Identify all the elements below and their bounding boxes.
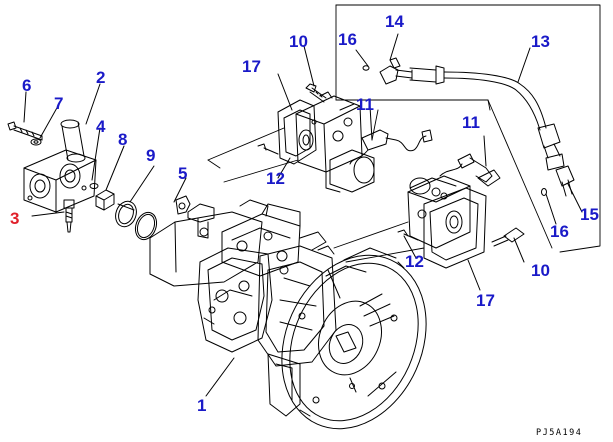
drawing-code: PJ5A194 (536, 428, 583, 438)
connector-11-lower (439, 153, 501, 187)
callout-12-lower: 12 (405, 252, 424, 271)
bolt-12-lower (397, 229, 419, 241)
bolt-12-upper (257, 143, 279, 155)
callout-8: 8 (118, 130, 128, 149)
callout-10-upper: 10 (289, 32, 308, 51)
hose-13 (409, 65, 565, 171)
fitting (175, 195, 191, 215)
callout-15: 15 (580, 205, 599, 224)
fitting-14 (379, 57, 413, 85)
callout-16-upper: 16 (338, 30, 357, 49)
callout-10-lower: 10 (531, 261, 550, 280)
callout-7: 7 (54, 94, 64, 113)
callout-11-upper: 11 (356, 95, 374, 114)
callout-16-lower: 16 (550, 222, 569, 241)
valve-3 (63, 199, 75, 233)
callout-9: 9 (146, 146, 156, 165)
callout-14: 14 (385, 12, 404, 31)
coupling-8 (95, 189, 115, 211)
callout-17-lower: 17 (476, 291, 495, 310)
callout-1: 1 (197, 396, 207, 415)
coupling-9 (115, 200, 137, 228)
bolt-10-upper (305, 83, 327, 103)
o-ring-16-lower (541, 188, 547, 196)
callout-2: 2 (96, 68, 106, 87)
callout-13: 13 (531, 32, 550, 51)
o-ring-4 (89, 183, 99, 189)
washer-7 (30, 138, 42, 146)
callout-5: 5 (178, 164, 188, 183)
main-pump-body (149, 199, 337, 417)
bolt-10-lower (491, 227, 525, 247)
callout-4: 4 (96, 117, 106, 136)
mounting-flange (281, 247, 427, 430)
o-ring-5 (134, 211, 158, 241)
gear-pump-assembly (23, 119, 97, 213)
callout-12-upper: 12 (266, 169, 285, 188)
callout-11-lower: 11 (462, 113, 480, 132)
connector-11-upper (349, 129, 433, 165)
solenoid-valve-lower (407, 175, 487, 269)
solenoid-valve-upper (277, 91, 375, 193)
assembly-lines (207, 4, 601, 263)
callout-3: 3 (10, 209, 20, 228)
callout-leaders (23, 33, 583, 397)
callout-6: 6 (22, 76, 32, 95)
callout-17-upper: 17 (242, 57, 261, 76)
bolt-6 (7, 121, 43, 141)
o-ring-16-upper (362, 65, 370, 71)
